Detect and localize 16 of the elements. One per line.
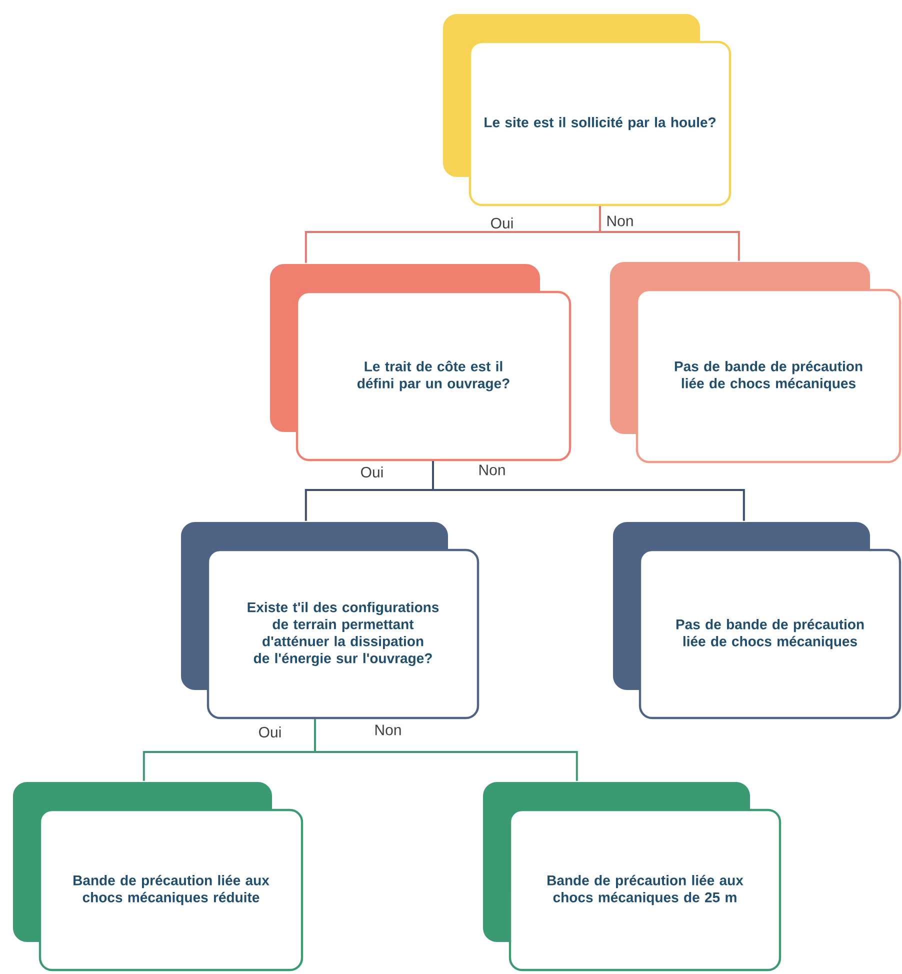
edge-label: Non [373,724,403,736]
edge-label: Oui [257,726,283,739]
edge-label: Oui [359,466,385,479]
edge-label: Oui [489,216,515,230]
card-box: Le site est il sollicité par la houle? [443,14,732,206]
edge-label: Non [605,214,635,228]
edge-label: Non [477,464,507,476]
connector-line [599,206,740,261]
card-box: Pas de bande de précaution liée de chocs mécaniques [610,262,902,464]
connector-line [314,719,578,781]
connector-line [432,461,745,521]
card-box: Pas de bande de précaution liée de chocs mécaniques [613,522,902,720]
card-box: Existe t'il des configurations de terrain permettant d'atténuer la dissipation de l'énergie sur l'ouvrage? [181,522,480,720]
card-box: Bande de précaution liée aux chocs mécaniques de 25 m [483,782,782,972]
card-box: Bande de précaution liée aux chocs mécaniques réduite [13,782,304,972]
card-box: Le trait de côte est il défini par un ouvrage? [270,264,572,462]
